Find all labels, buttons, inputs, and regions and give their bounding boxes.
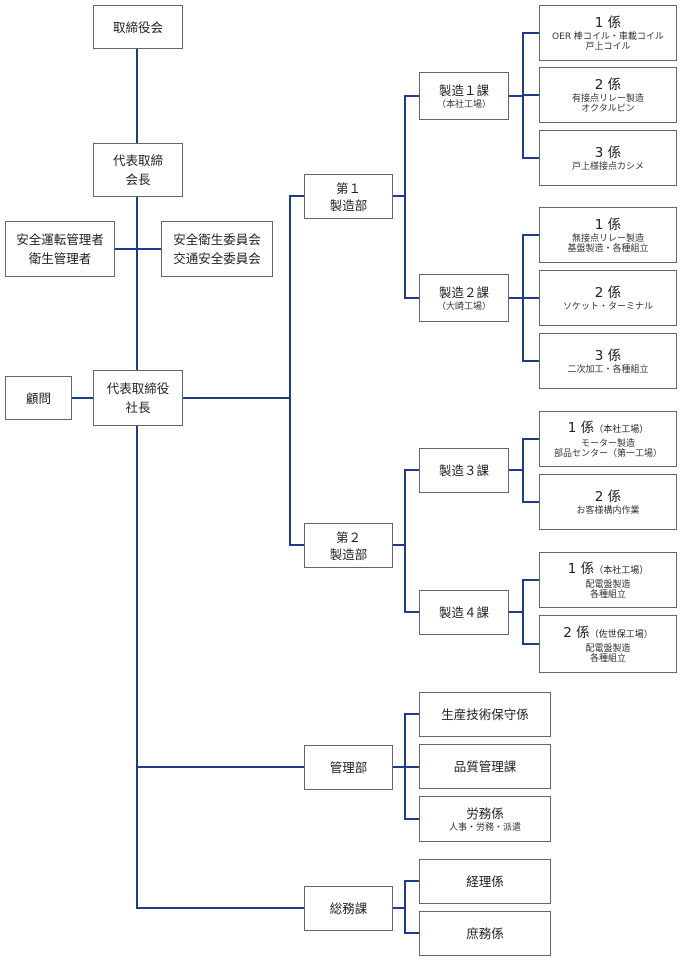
group-desc: モーター製造 部品センター（第一工場）: [553, 438, 662, 460]
division-admin-box: 管理部: [304, 745, 393, 790]
group-title: 3 係: [595, 347, 621, 365]
labor-label: 労務係: [466, 806, 504, 822]
group-title: 1 係: [595, 14, 621, 32]
group-box: 3 係 二次加工・各種組立: [539, 333, 677, 389]
safety-manager-2: 衛生管理者: [28, 251, 92, 266]
division-mfg2-box: 第２ 製造部: [304, 523, 393, 568]
division-general-box: 総務課: [304, 886, 393, 931]
group-number: 2 係: [594, 488, 622, 505]
group-box: 1 係 OER 棒コイル・車載コイル 戸上コイル: [539, 5, 677, 61]
section-3-name: 製造３課: [438, 463, 489, 478]
group-number: 3 係: [594, 144, 622, 161]
group-box: 1 係（本社工場） 配電盤製造 各種組立: [539, 552, 677, 608]
group-desc: ソケット・ターミナル: [562, 301, 653, 312]
group-title: 2 係: [595, 488, 621, 506]
section-3-box: 製造３課: [419, 448, 509, 493]
section-4-name: 製造４課: [438, 605, 489, 620]
group-box: 2 係（佐世保工場） 配電盤製造 各種組立: [539, 615, 677, 673]
division-general-label: 総務課: [329, 901, 368, 916]
general-affairs-label: 庶務係: [466, 926, 504, 941]
committee-1: 安全衛生委員会: [173, 232, 261, 247]
group-number: 2 係: [563, 624, 590, 641]
division-admin-label: 管理部: [329, 760, 368, 775]
quality-control-label: 品質管理課: [453, 759, 517, 774]
group-number: 2 係: [594, 284, 622, 301]
accounting-label: 経理係: [466, 874, 504, 889]
section-4-box: 製造４課: [419, 590, 509, 635]
group-desc: 配電盤製造 各種組立: [585, 643, 631, 665]
safety-manager-box: 安全運転管理者 衛生管理者: [5, 221, 115, 277]
labor-desc: 人事・労務・派遣: [448, 823, 521, 834]
advisor-label: 顧問: [25, 390, 51, 406]
group-box: 3 係 戸上様接点カシメ: [539, 130, 677, 186]
group-desc: 戸上様接点カシメ: [571, 161, 644, 172]
group-title: 1 係（本社工場）: [568, 560, 648, 580]
production-tech-box: 生産技術保守係: [419, 692, 551, 737]
group-title: 3 係: [595, 144, 621, 162]
committee-box: 安全衛生委員会 交通安全委員会: [161, 221, 273, 277]
section-1-sub: （本社工場）: [436, 100, 491, 110]
group-title: 1 係: [595, 216, 621, 234]
president-box: 代表取締役 社長: [93, 370, 183, 426]
group-title: 2 係（佐世保工場）: [563, 624, 652, 644]
quality-control-box: 品質管理課: [419, 744, 551, 789]
group-box: 1 係 無接点リレー製造 基盤製造・各種組立: [539, 207, 677, 263]
labor-box: 労務係 人事・労務・派遣: [419, 796, 551, 842]
board-label: 取締役会: [112, 19, 163, 35]
committee-2: 交通安全委員会: [173, 251, 261, 266]
division-mfg1-label: 第１ 製造部: [329, 180, 368, 213]
group-box: 2 係 ソケット・ターミナル: [539, 270, 677, 326]
board-of-directors-box: 取締役会: [93, 5, 183, 49]
section-2-name: 製造２課: [438, 285, 489, 300]
group-number: 3 係: [594, 347, 622, 364]
chairman-box: 代表取締 会長: [93, 143, 183, 197]
chairman-name: 会長: [125, 172, 151, 187]
group-box: 1 係（本社工場） モーター製造 部品センター（第一工場）: [539, 411, 677, 467]
group-desc: 二次加工・各種組立: [567, 364, 649, 375]
advisor-box: 顧問: [5, 376, 72, 420]
group-desc: OER 棒コイル・車載コイル 戸上コイル: [552, 31, 664, 53]
group-box: 2 係 有接点リレー製造 オクタルピン: [539, 67, 677, 123]
president-name: 社長: [125, 400, 151, 415]
safety-manager-1: 安全運転管理者: [16, 232, 104, 247]
group-number: 1 係: [594, 14, 622, 31]
group-number: 1 係: [567, 560, 595, 577]
section-2-box: 製造２課 （大崎工場）: [419, 274, 509, 322]
president-title: 代表取締役: [106, 381, 170, 396]
group-location: （佐世保工場）: [589, 629, 653, 640]
group-number: 2 係: [594, 76, 622, 93]
chairman-title: 代表取締: [112, 153, 163, 168]
group-number: 1 係: [594, 216, 622, 233]
group-title: 2 係: [595, 76, 621, 94]
division-mfg2-label: 第２ 製造部: [329, 529, 368, 562]
group-desc: 無接点リレー製造 基盤製造・各種組立: [567, 233, 649, 255]
division-mfg1-box: 第１ 製造部: [304, 174, 393, 219]
group-desc: 有接点リレー製造 オクタルピン: [571, 93, 644, 115]
group-desc: お客様構内作業: [576, 505, 640, 516]
group-box: 2 係 お客様構内作業: [539, 474, 677, 530]
group-number: 1 係: [567, 419, 595, 436]
group-title: 1 係（本社工場）: [568, 419, 648, 439]
group-location: （本社工場）: [594, 424, 649, 435]
group-location: （本社工場）: [594, 565, 649, 576]
section-2-sub: （大崎工場）: [436, 302, 491, 312]
general-affairs-box: 庶務係: [419, 911, 551, 956]
production-tech-label: 生産技術保守係: [441, 707, 529, 722]
accounting-box: 経理係: [419, 859, 551, 904]
section-1-box: 製造１課 （本社工場）: [419, 72, 509, 120]
section-1-name: 製造１課: [438, 83, 489, 98]
group-desc: 配電盤製造 各種組立: [585, 579, 631, 601]
group-title: 2 係: [595, 284, 621, 302]
